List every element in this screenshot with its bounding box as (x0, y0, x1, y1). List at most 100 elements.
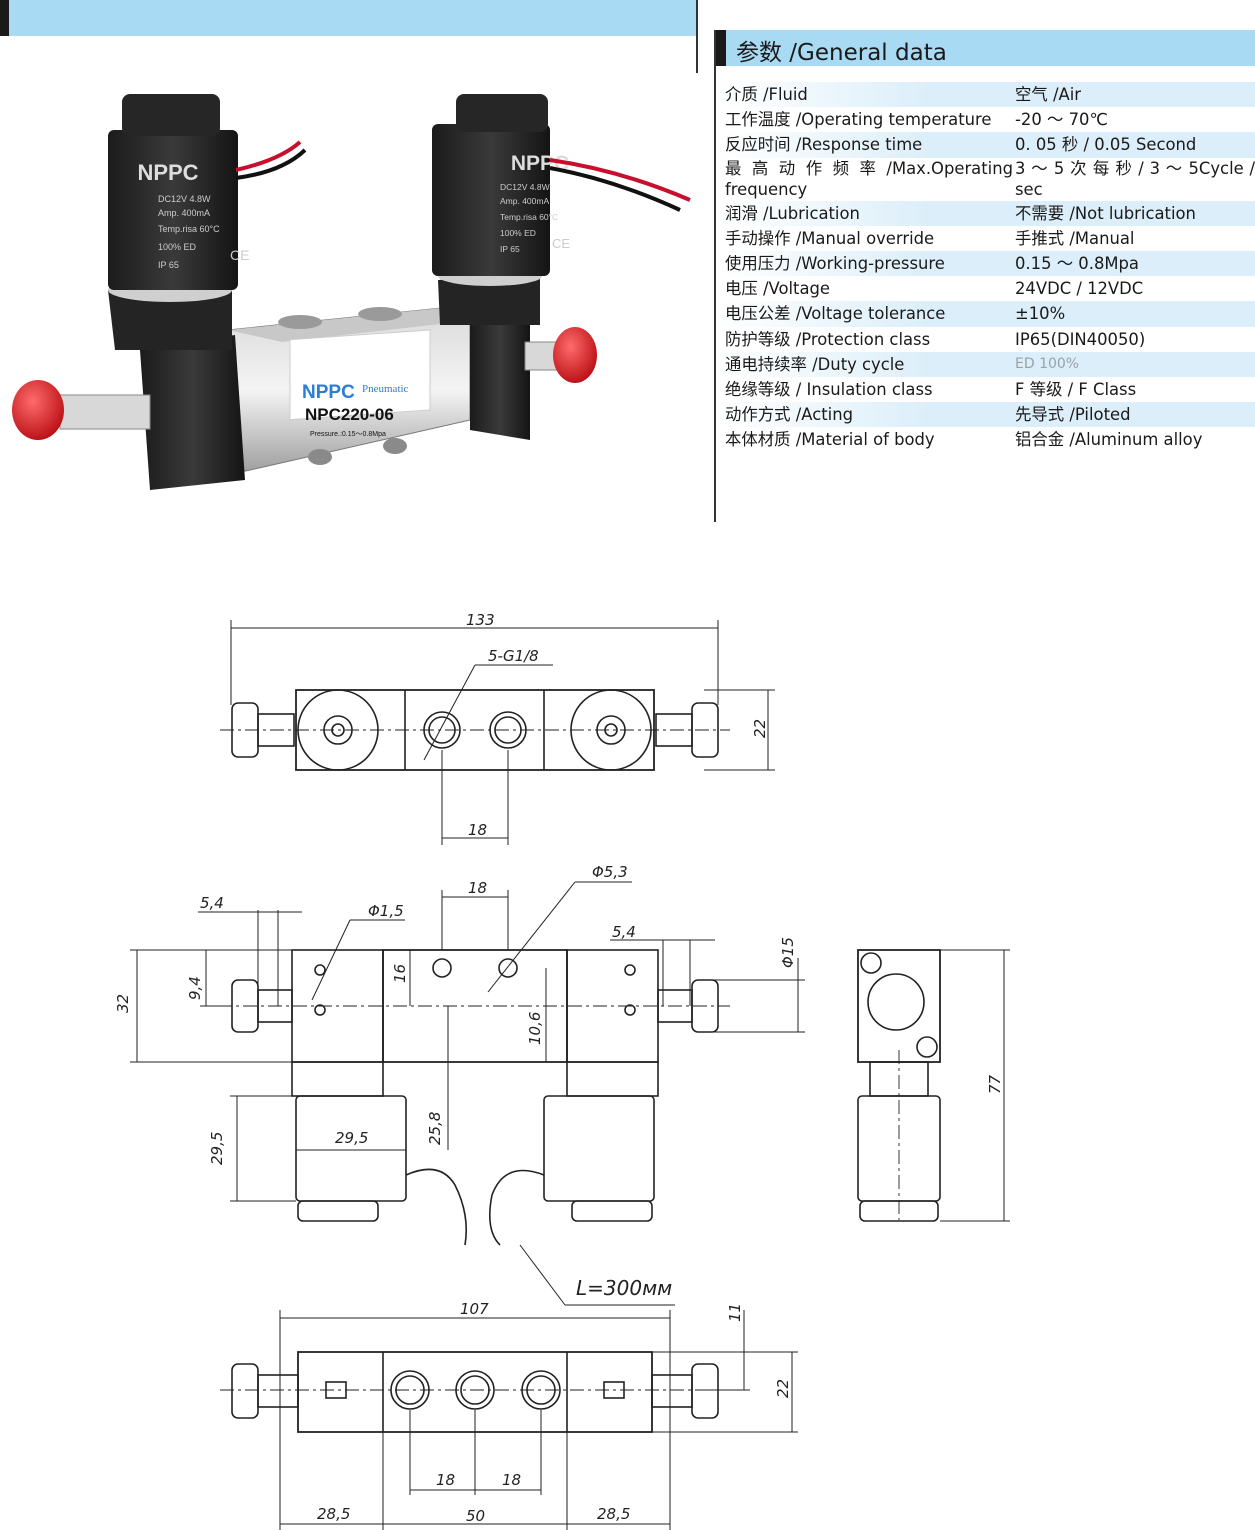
spec-value: 3 ～ 5 次 每 秒 / 3 ～ 5Cycle / sec (1015, 159, 1255, 200)
spec-value: 铝合金 /Aluminum alloy (1015, 430, 1203, 450)
spec-row: 通电持续率 /Duty cycle ED 100% (718, 351, 1255, 377)
spec-row: 动作方式 /Acting 先导式 /Piloted (718, 402, 1255, 428)
ce-mark: CE (230, 247, 249, 263)
spec-key: 本体材质 /Material of body (725, 430, 935, 450)
dim-text: 133 (466, 611, 495, 629)
dim-text: 9,4 (186, 976, 204, 1000)
plate-pressure: Pressure.:0.15～0.8Mpa (310, 431, 386, 438)
coil-right (432, 124, 550, 276)
dim-text: 18 (468, 821, 487, 839)
coil-line: Amp. 400mA (500, 196, 549, 206)
product-photo: NPPC Pneumatic NPC220-06 Pressure.:0.15～… (12, 94, 691, 490)
label-plate (289, 329, 431, 421)
dim-text: 11 (726, 1303, 744, 1322)
spec-row: 防护等级 /Protection class IP65(DIN40050) (718, 327, 1255, 352)
spec-row: 介质 /Fluid 空气 /Air (718, 82, 1255, 108)
dim-text: 29,5 (208, 1132, 226, 1165)
coil-line: 100% ED (158, 242, 197, 252)
spec-key: 介质 /Fluid (725, 85, 808, 105)
spec-key: 动作方式 /Acting (725, 405, 854, 425)
spec-key: 润滑 /Lubrication (725, 203, 860, 223)
spec-key: 工作温度 /Operating temperature (725, 110, 992, 130)
spec-key: 防护等级 /Protection class (725, 329, 931, 349)
dim-text: 5-G1/8 (488, 647, 539, 665)
spec-value: 0. 05 秒 / 0.05 Second (1015, 135, 1197, 155)
plate-brand: NPPC (302, 382, 355, 403)
dim-text: 18 (502, 1471, 521, 1489)
coil-left-brand: NPPC (137, 160, 198, 185)
ce-mark: CE (552, 236, 570, 251)
dim-text: 107 (460, 1300, 489, 1318)
plate-model: NPC220-06 (305, 405, 394, 424)
general-data-title: 参数 /General data (736, 40, 947, 66)
spec-row: 使用压力 /Working-pressure 0.15 ～ 0.8Mpa (718, 250, 1255, 277)
dim-text: 10,6 (526, 1012, 544, 1045)
banner-mark (0, 0, 9, 36)
general-data-table: 介质 /Fluid 空气 /Air 工作温度 /Operating tempera… (718, 82, 1255, 452)
coil-line: IP 65 (500, 244, 520, 254)
dim-text: 28,5 (317, 1505, 350, 1523)
spec-row: 手动操作 /Manual override 手推式 /Manual (718, 226, 1255, 251)
spec-value: F 等级 / F Class (1015, 379, 1137, 399)
dim-text: 77 (986, 1074, 1004, 1094)
dim-text: 5,4 (612, 923, 636, 941)
spec-key: 绝缘等级 / Insulation class (725, 379, 933, 399)
spec-key: 电压 /Voltage (725, 279, 830, 299)
plate-brand-sub: Pneumatic (362, 383, 409, 395)
spec-key: 电压公差 /Voltage tolerance (725, 304, 946, 324)
coil-line: DC12V 4.8W (500, 182, 550, 192)
spec-value: IP65(DIN40050) (1015, 329, 1146, 349)
dim-text: 50 (466, 1507, 485, 1525)
coil-line: Temp.risa 60°C (500, 212, 558, 222)
dim-text: 18 (468, 879, 487, 897)
spec-value: -20 ～ 70℃ (1015, 110, 1108, 130)
divider-line-right (714, 30, 716, 522)
cable-length: L=300мм (576, 1276, 672, 1300)
spec-key: 手动操作 /Manual override (725, 228, 935, 248)
general-data-header: 参数 /General data (716, 30, 1255, 66)
spec-value: 空气 /Air (1015, 85, 1082, 105)
dim-text: 5,4 (200, 894, 224, 912)
spec-value: 24VDC / 12VDC (1015, 279, 1144, 299)
dim-text: Φ15 (779, 937, 797, 968)
spec-value: 0.15 ～ 0.8Mpa (1015, 254, 1139, 274)
dim-text: 25,8 (426, 1112, 444, 1145)
spec-value: 手推式 /Manual (1015, 228, 1135, 248)
spec-row: 绝缘等级 / Insulation class F 等级 / F Class (718, 377, 1255, 402)
technical-drawing: 133 5-G1/8 22 18 18 Φ5,3 Φ1,5 5,4 5,4 Φ1… (114, 611, 1010, 1530)
top-banner-left (0, 0, 697, 36)
spec-row: 工作温度 /Operating temperature -20 ～ 70℃ (718, 107, 1255, 132)
dim-text: 22 (751, 719, 769, 738)
coil-line: Temp.risa 60°C (158, 224, 220, 234)
spec-key: 使用压力 /Working-pressure (725, 254, 945, 274)
spec-key: 反应时间 /Response time (725, 135, 923, 155)
spec-value: ED 100% (1015, 355, 1080, 372)
dim-text: Φ5,3 (592, 863, 628, 881)
spec-row: 本体材质 /Material of body 铝合金 /Aluminum allo… (718, 427, 1255, 452)
spec-row: 电压 /Voltage 24VDC / 12VDC (718, 276, 1255, 301)
coil-line: 100% ED (500, 228, 536, 238)
manual-button-right (553, 327, 597, 383)
spec-key: 通电持续率 /Duty cycle (725, 354, 905, 374)
dim-text: 32 (114, 994, 132, 1013)
spec-value: 先导式 /Piloted (1015, 405, 1131, 425)
dim-text: 28,5 (597, 1505, 630, 1523)
manual-button-left (12, 380, 64, 440)
header-mark (716, 30, 726, 66)
spec-value: ±10% (1015, 304, 1066, 324)
coil-line: DC12V 4.8W (158, 194, 211, 204)
spec-row: 电压公差 /Voltage tolerance ±10% (718, 301, 1255, 327)
dim-text: 18 (436, 1471, 455, 1489)
spec-row: 润滑 /Lubrication 不需要 /Not lubrication (718, 200, 1255, 226)
coil-line: Amp. 400mA (158, 208, 210, 218)
dim-text: Φ1,5 (368, 902, 404, 920)
coil-line: IP 65 (158, 260, 179, 270)
coil-left (108, 130, 238, 290)
dim-text: 29,5 (335, 1129, 368, 1147)
spec-value: 不需要 /Not lubrication (1015, 203, 1196, 223)
spec-key: 最 高 动 作 频 率 /Max.Operating frequency (725, 159, 1013, 200)
spec-row: 反应时间 /Response time 0. 05 秒 / 0.05 Second (718, 132, 1255, 158)
dim-text: 22 (774, 1379, 792, 1398)
divider-line (696, 0, 698, 73)
